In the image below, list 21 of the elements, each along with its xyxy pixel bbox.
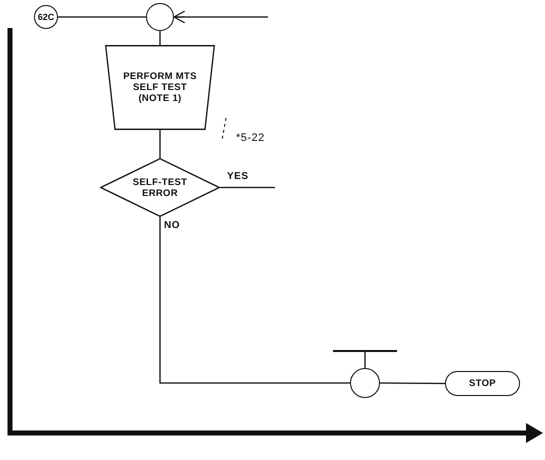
process-trapezoid (105, 45, 215, 130)
connector-line (380, 382, 445, 384)
connector-circle (350, 368, 380, 398)
edge-label: NO (163, 220, 181, 231)
terminal-label: STOP (469, 378, 496, 389)
connector-circle (146, 3, 174, 31)
connector-line (159, 217, 350, 384)
arrow (173, 10, 268, 24)
decision-diamond (100, 158, 220, 217)
edge-label: YES (226, 171, 250, 182)
connector-line (159, 31, 161, 45)
connector-label: 62C (38, 12, 54, 22)
decision-text: SELF-TEST ERROR (132, 176, 188, 198)
connector-line (364, 352, 366, 368)
process-text: PERFORM MTS SELF TEST (NOTE 1) (122, 71, 198, 104)
connector-line (220, 186, 275, 188)
connector-line (159, 130, 161, 158)
connector-circle (34, 5, 58, 29)
connector-line (58, 16, 146, 18)
terminal-box (445, 371, 520, 396)
reference-note: *5-22 (235, 132, 266, 144)
